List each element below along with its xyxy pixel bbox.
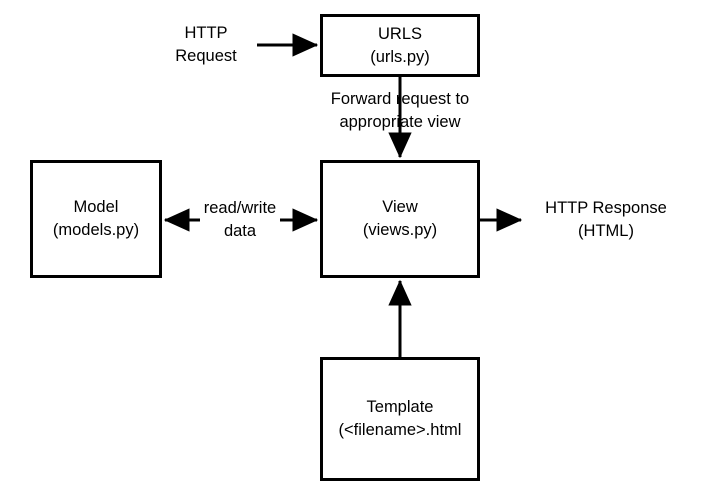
http-request-label: HTTP Request	[158, 22, 254, 68]
model-box-line2: (models.py)	[52, 221, 140, 239]
view-box[interactable]: View (views.py)	[320, 160, 480, 278]
http-response-label-line2: (HTML)	[578, 221, 634, 240]
read-write-data-label-line1: read/write	[203, 199, 277, 217]
forward-request-label-line2: appropriate view	[339, 112, 461, 131]
http-response-label: HTTP Response (HTML)	[531, 197, 681, 243]
read-write-data-label-line2: data	[223, 221, 257, 240]
urls-box[interactable]: URLS (urls.py)	[320, 14, 480, 77]
read-write-data-label: read/write data	[192, 197, 288, 243]
view-box-line2: (views.py)	[362, 221, 438, 239]
urls-box-line2: (urls.py)	[370, 47, 430, 66]
http-request-label-line1: HTTP	[184, 24, 228, 42]
model-box-line1: Model	[73, 198, 119, 217]
http-request-label-line2: Request	[175, 46, 237, 65]
template-box-line2: (<filename>.html	[338, 421, 462, 439]
urls-box-line1: URLS	[377, 24, 422, 43]
template-box[interactable]: Template (<filename>.html	[320, 357, 480, 481]
http-response-label-line1: HTTP Response	[545, 199, 667, 217]
forward-request-label-line1: Forward request to	[330, 90, 470, 108]
template-box-line1: Template	[366, 398, 434, 417]
view-box-line1: View	[382, 198, 418, 217]
model-box[interactable]: Model (models.py)	[30, 160, 162, 278]
forward-request-label: Forward request to appropriate view	[313, 88, 487, 134]
